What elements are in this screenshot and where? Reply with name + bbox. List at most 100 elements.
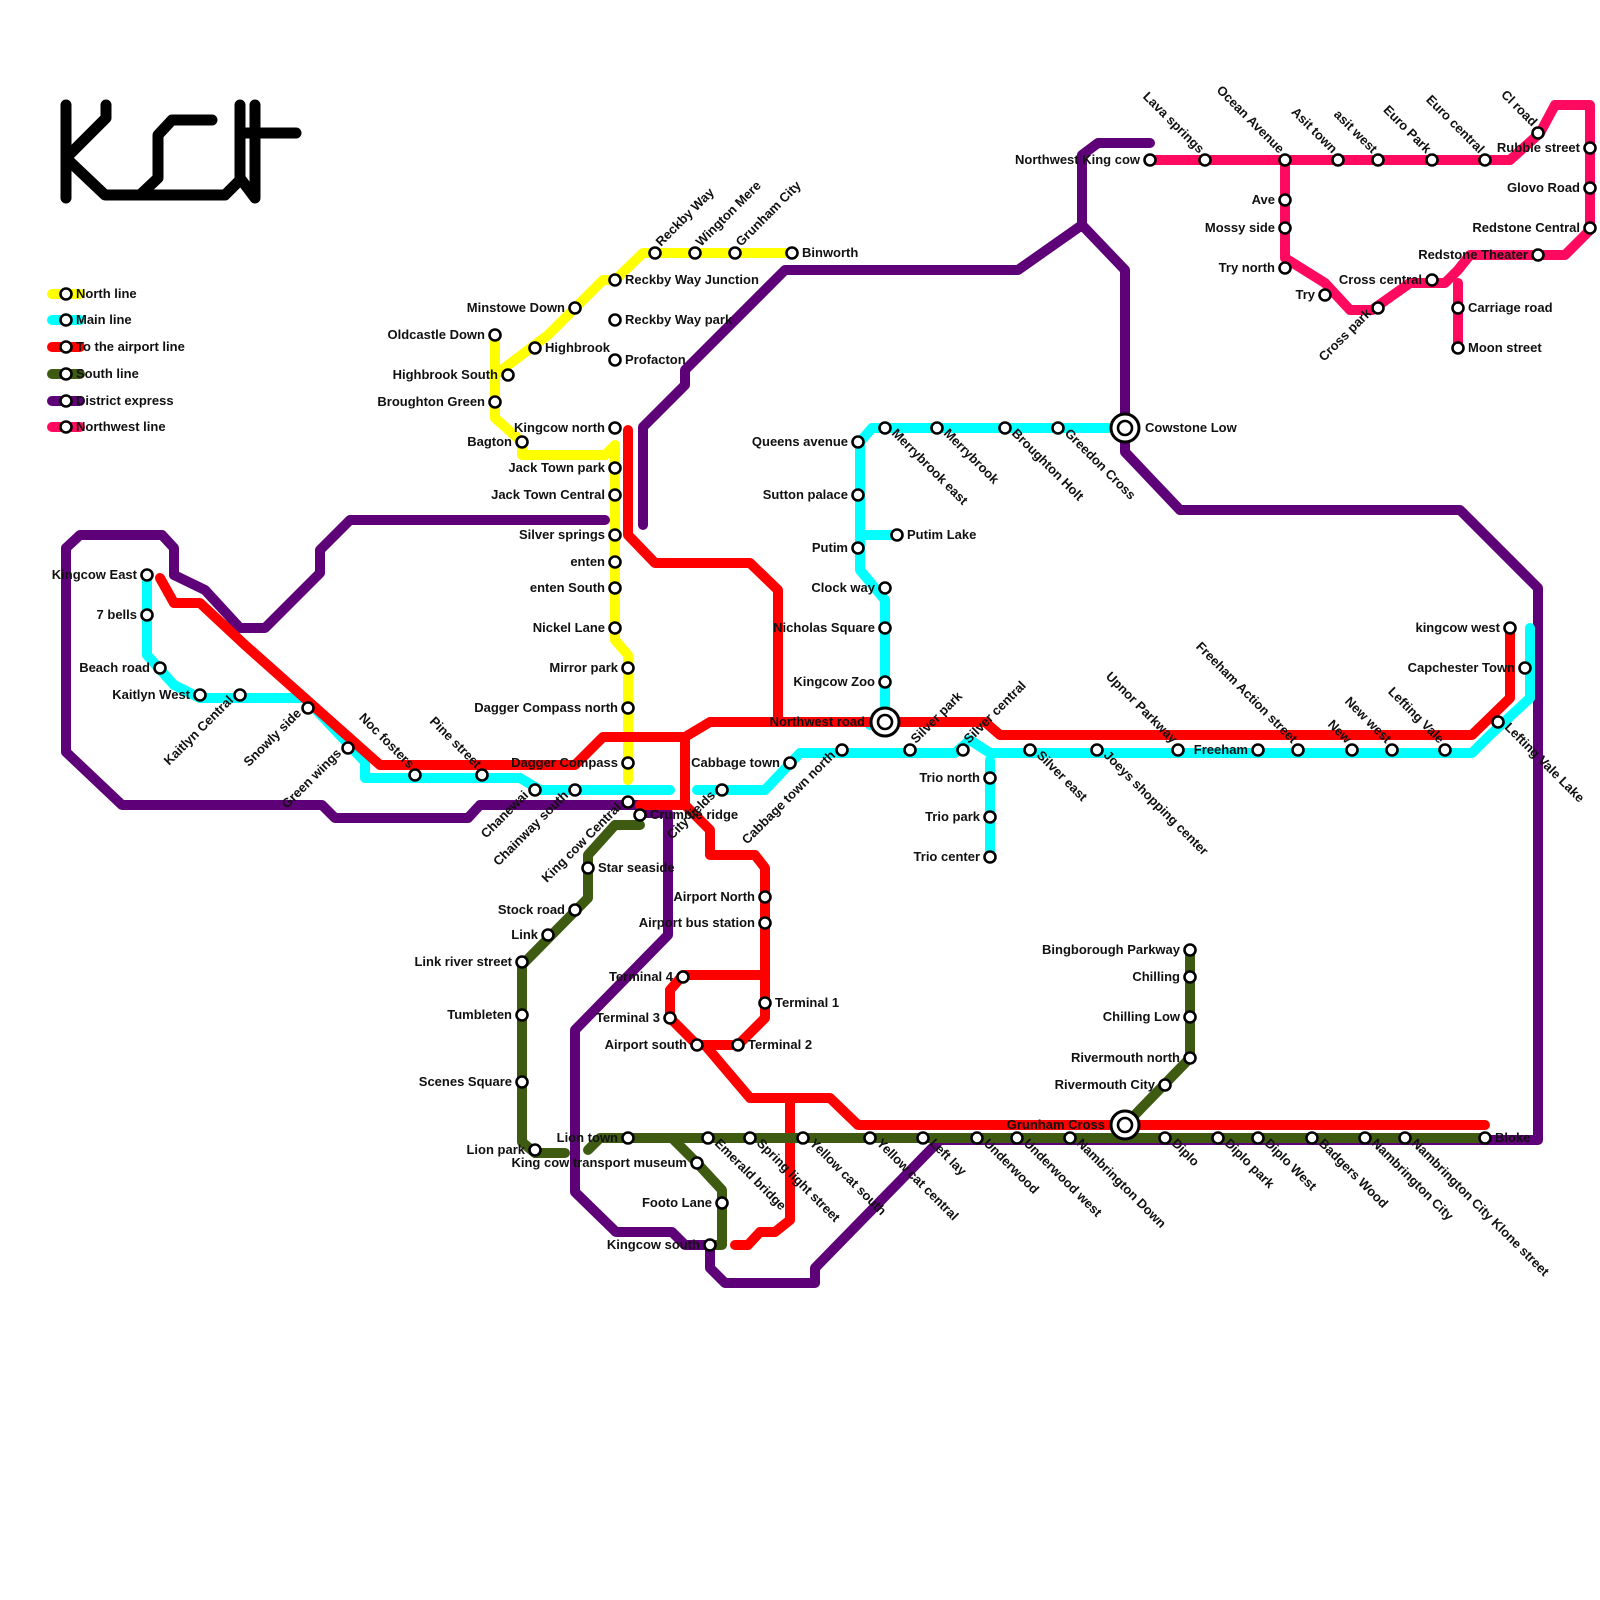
station-marker xyxy=(610,623,621,634)
station-capchester-town[interactable]: Capchester Town xyxy=(1408,660,1531,675)
station-pine-street[interactable]: Pine street xyxy=(427,714,488,781)
station-marker xyxy=(610,463,621,474)
station-joeys-shopping-center[interactable]: Joeys shopping center xyxy=(1092,745,1212,859)
station-reckby-way-junction[interactable]: Reckby Way Junction xyxy=(610,272,759,287)
station-dagger-compass[interactable]: Dagger Compass xyxy=(511,755,633,770)
station-terminal-1[interactable]: Terminal 1 xyxy=(760,995,840,1010)
station-kingcow-north[interactable]: Kingcow north xyxy=(514,420,621,435)
station-marker xyxy=(142,610,153,621)
station-ocean-avenue[interactable]: Ocean Avenue xyxy=(1214,82,1291,165)
station-rubble-street[interactable]: Rubble street xyxy=(1497,140,1596,155)
station-trio-north[interactable]: Trio north xyxy=(919,770,995,785)
station-label: Kingcow East xyxy=(52,567,138,582)
station-reckby-way[interactable]: Reckby Way xyxy=(650,184,718,258)
station-sutton-palace[interactable]: Sutton palace xyxy=(763,487,864,502)
station-label: Nicholas Square xyxy=(773,620,875,635)
station-nambrington-city-klone-street[interactable]: Nambrington City Klone street xyxy=(1400,1133,1553,1280)
station-kingcow-west[interactable]: kingcow west xyxy=(1415,620,1515,635)
station-kingcow-south[interactable]: Kingcow south xyxy=(607,1237,716,1252)
station-label: Moon street xyxy=(1468,340,1542,355)
station-highbrook-south[interactable]: Highbrook South xyxy=(393,367,514,382)
station-upnor-parkway[interactable]: Upnor Parkway xyxy=(1103,669,1184,756)
station-airport-north[interactable]: Airport North xyxy=(673,889,770,904)
station-bagton[interactable]: Bagton xyxy=(467,434,527,449)
station-moon-street[interactable]: Moon street xyxy=(1453,340,1543,355)
station-marker xyxy=(530,1145,541,1156)
station-label: Northwest King cow xyxy=(1015,152,1141,167)
station-reckby-way-park[interactable]: Reckby Way park xyxy=(610,312,733,327)
station-redstone-central[interactable]: Redstone Central xyxy=(1472,220,1595,235)
station-mossy-side[interactable]: Mossy side xyxy=(1205,220,1291,235)
legend-label-south-line: South line xyxy=(76,366,139,381)
station-marker xyxy=(705,1240,716,1251)
station-rivermouth-north[interactable]: Rivermouth north xyxy=(1071,1050,1196,1065)
station-mirror-park[interactable]: Mirror park xyxy=(549,660,633,675)
station-jack-town-central[interactable]: Jack Town Central xyxy=(491,487,620,502)
station-marker xyxy=(1185,945,1196,956)
station-try-north[interactable]: Try north xyxy=(1219,260,1291,275)
station-scenes-square[interactable]: Scenes Square xyxy=(419,1074,528,1089)
station-bingborough-parkway[interactable]: Bingborough Parkway xyxy=(1042,942,1195,957)
station-redstone-theater[interactable]: Redstone Theater xyxy=(1418,247,1543,262)
station-putim[interactable]: Putim xyxy=(812,540,864,555)
station-chilling-low[interactable]: Chilling Low xyxy=(1103,1009,1196,1024)
station-marker xyxy=(610,490,621,501)
station-jack-town-park[interactable]: Jack Town park xyxy=(508,460,620,475)
station-broughton-green[interactable]: Broughton Green xyxy=(377,394,500,409)
station-putim-lake[interactable]: Putim Lake xyxy=(892,527,977,542)
station-trio-center[interactable]: Trio center xyxy=(914,849,996,864)
station-marker xyxy=(1280,263,1291,274)
station-kingcow-east[interactable]: Kingcow East xyxy=(52,567,153,582)
legend-item-district-express: District express xyxy=(52,393,174,408)
station-minstowe-down[interactable]: Minstowe Down xyxy=(467,300,581,315)
station-link[interactable]: Link xyxy=(511,927,553,942)
station-nicholas-square[interactable]: Nicholas Square xyxy=(773,620,890,635)
station-northwest-king-cow[interactable]: Northwest King cow xyxy=(1015,152,1155,167)
station-label: Northwest road xyxy=(770,714,865,729)
station-airport-bus-station[interactable]: Airport bus station xyxy=(639,915,771,930)
station-tumbleten[interactable]: Tumbleten xyxy=(447,1007,527,1022)
station-nambrington-down[interactable]: Nambrington Down xyxy=(1065,1133,1170,1231)
station-nickel-lane[interactable]: Nickel Lane xyxy=(533,620,621,635)
station-bloke[interactable]: Bloke xyxy=(1480,1130,1531,1145)
station-marker xyxy=(517,437,528,448)
station-label: Redstone Theater xyxy=(1418,247,1528,262)
station-kingcow-zoo[interactable]: Kingcow Zoo xyxy=(793,674,890,689)
station-marker xyxy=(1533,250,1544,261)
station-snowly-side[interactable]: Snowly side xyxy=(240,703,313,770)
station-trio-park[interactable]: Trio park xyxy=(925,809,995,824)
station-carriage-road[interactable]: Carriage road xyxy=(1453,300,1553,315)
station-cabbage-town[interactable]: Cabbage town xyxy=(691,755,795,770)
station-cowstone-low[interactable]: Cowstone Low xyxy=(1111,414,1238,442)
station-enten-south[interactable]: enten South xyxy=(530,580,621,595)
station-link-river-street[interactable]: Link river street xyxy=(414,954,527,969)
station-oldcastle-down[interactable]: Oldcastle Down xyxy=(387,327,500,342)
station-label: Sutton palace xyxy=(763,487,848,502)
station-marker xyxy=(477,770,488,781)
station-rivermouth-city[interactable]: Rivermouth City xyxy=(1055,1077,1171,1092)
station-glovo-road[interactable]: Glovo Road xyxy=(1507,180,1595,195)
station-king-cow-transport-museum[interactable]: King cow transport museum xyxy=(511,1155,702,1170)
station-ave[interactable]: Ave xyxy=(1252,192,1291,207)
station-northwest-road[interactable]: Northwest road xyxy=(770,708,899,736)
station-try[interactable]: Try xyxy=(1295,287,1330,302)
station-terminal-3[interactable]: Terminal 3 xyxy=(596,1010,676,1025)
station-marker xyxy=(1387,745,1398,756)
station-footo-lane[interactable]: Footo Lane xyxy=(642,1195,728,1210)
station-marker xyxy=(932,423,943,434)
station-marker xyxy=(623,797,634,808)
station-marker xyxy=(1253,745,1264,756)
station-silver-central[interactable]: Silver central xyxy=(958,678,1029,756)
station-profacton[interactable]: Profacton xyxy=(610,352,686,367)
station-binworth[interactable]: Binworth xyxy=(787,245,859,260)
station-marker xyxy=(1585,183,1596,194)
station-queens-avenue[interactable]: Queens avenue xyxy=(752,434,864,449)
station-marker xyxy=(530,785,541,796)
station-7-bells[interactable]: 7 bells xyxy=(97,607,153,622)
station-enten[interactable]: enten xyxy=(570,554,620,569)
station-marker xyxy=(905,745,916,756)
station-star-seaside[interactable]: Star seaside xyxy=(583,860,675,875)
station-cl-road[interactable]: Cl road xyxy=(1498,87,1543,139)
station-dagger-compass-north[interactable]: Dagger Compass north xyxy=(474,700,633,715)
station-silver-springs[interactable]: Silver springs xyxy=(519,527,620,542)
